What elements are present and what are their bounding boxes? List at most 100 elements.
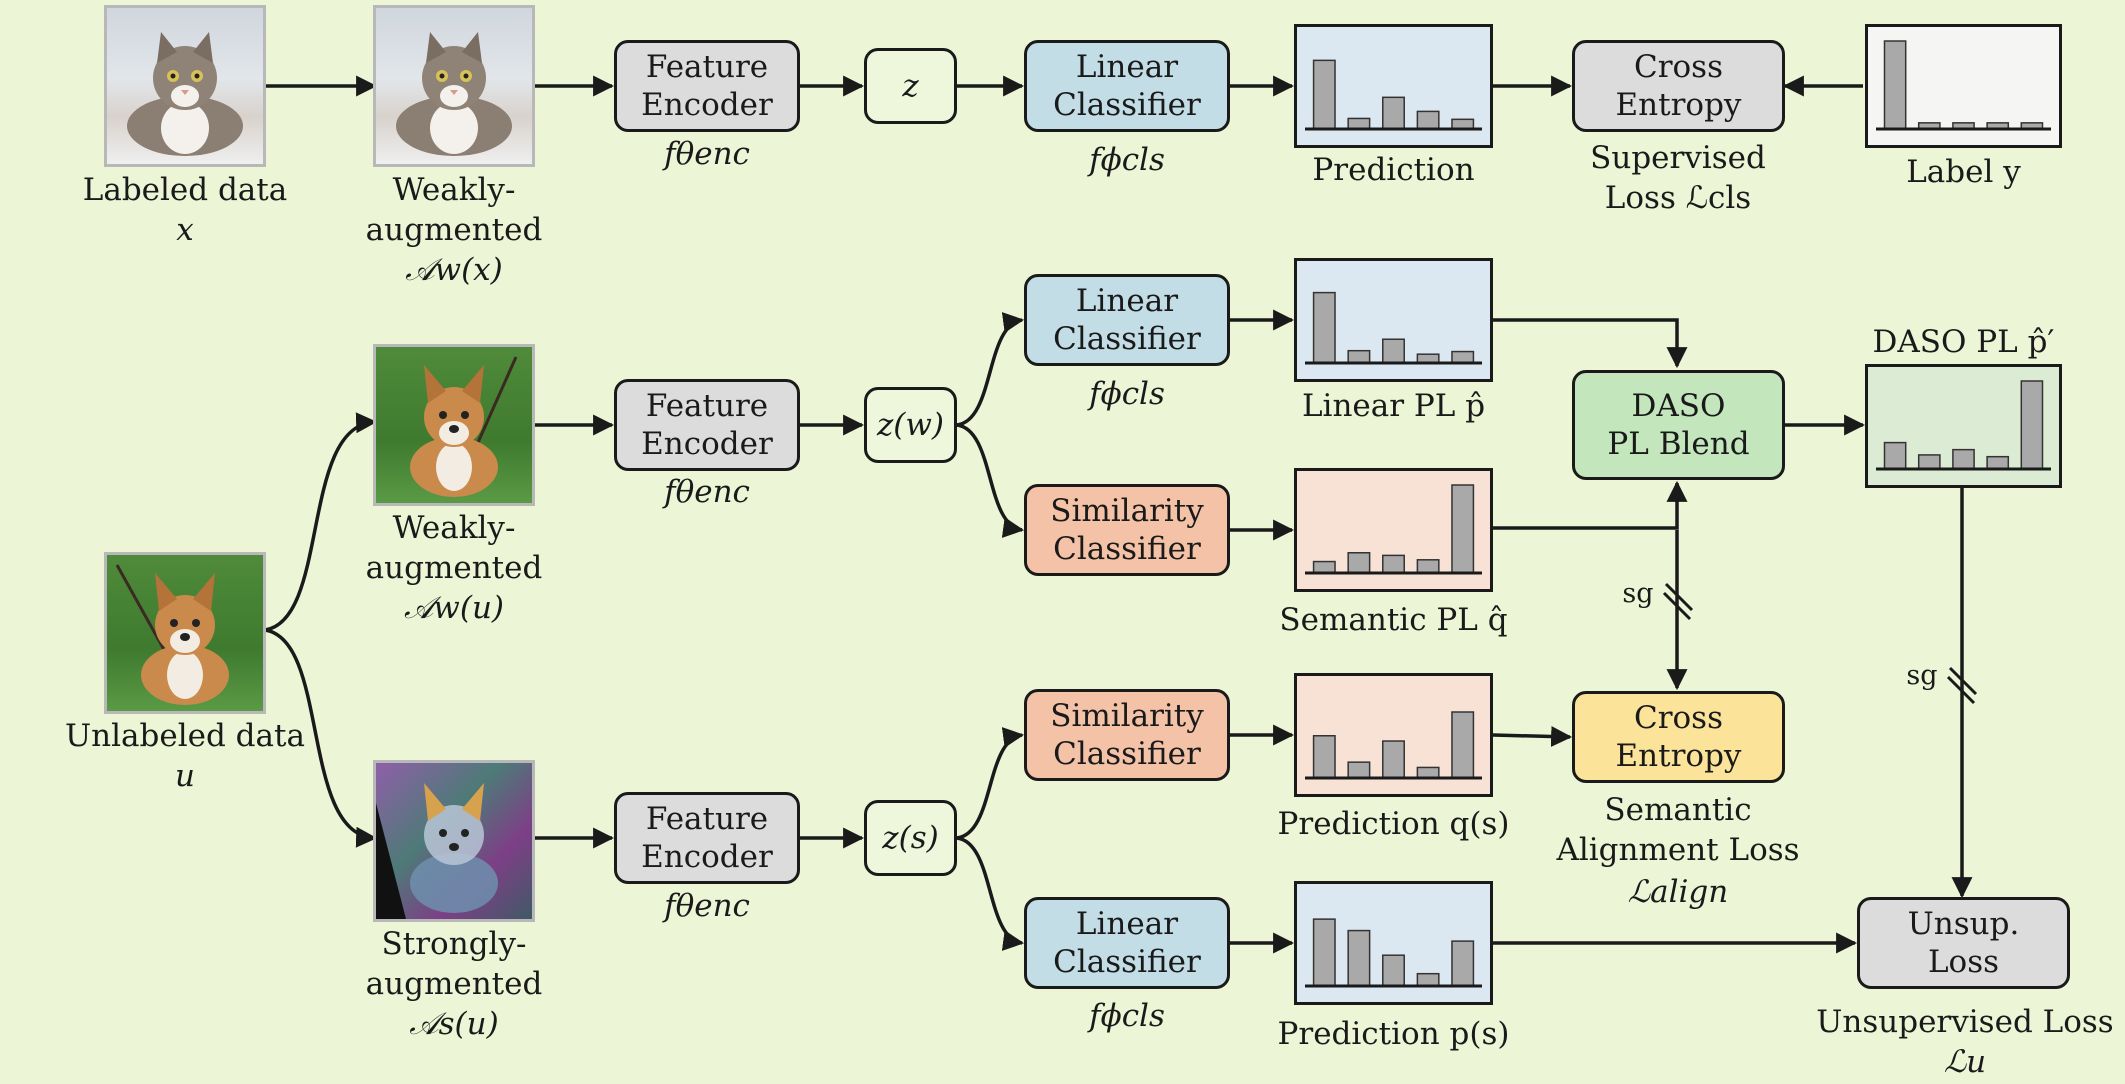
strong-aug-fn-u: 𝒜s(u) <box>409 1006 499 1042</box>
histogram-bar <box>1416 559 1440 574</box>
prediction-label: Prediction <box>1312 152 1475 188</box>
strong-aug-label-2: augmented <box>365 966 543 1002</box>
labeled-data-var: x <box>176 212 194 248</box>
label-histogram <box>1865 24 2062 148</box>
prediction-q-label: Prediction q(s) <box>1277 806 1510 842</box>
labeled-cat-image <box>104 5 266 167</box>
prediction-histogram <box>1294 24 1493 148</box>
histogram-bar <box>1883 441 1907 470</box>
label-bars <box>1876 40 2051 131</box>
arrow-zw-to-similarity <box>956 423 1025 538</box>
sg-label-1: sg <box>1622 578 1654 609</box>
daso-pl-histogram <box>1865 364 2062 488</box>
histogram-bar <box>1312 560 1336 574</box>
histogram-bar <box>1451 711 1475 779</box>
weak-aug-label-1: Weakly- <box>392 172 516 208</box>
histogram-bar <box>1382 554 1405 574</box>
unlabeled-data-label: Unlabeled data <box>65 718 305 754</box>
histogram-bar <box>1986 455 2010 470</box>
f-enc-label-3: fθenc <box>664 888 750 924</box>
f-enc-label-2: fθenc <box>664 474 750 510</box>
histogram-bar <box>1416 110 1440 130</box>
cat-illustration <box>396 32 512 156</box>
histogram-bar <box>2020 380 2044 470</box>
histogram-bar <box>1382 96 1405 130</box>
similarity-classifier-1: Similarity Classifier <box>1024 484 1230 576</box>
arrow-unlabeled-to-weak <box>264 412 378 632</box>
daso-pl-bars <box>1876 380 2051 471</box>
histogram-bar <box>1883 40 1907 130</box>
linear-pl-histogram <box>1294 258 1493 382</box>
histogram-bar <box>1312 735 1336 779</box>
prediction-bars <box>1305 59 1482 131</box>
semantic-align-label-2: Alignment Loss <box>1556 832 1800 868</box>
unlabeled-data-var: u <box>175 758 195 794</box>
feature-encoder-2: Feature Encoder <box>614 379 800 471</box>
prediction-p-histogram <box>1294 881 1493 1005</box>
linear-classifier-3: Linear Classifier <box>1024 897 1230 989</box>
prediction-q-bars <box>1305 711 1482 780</box>
corgi-illustration <box>410 356 518 497</box>
semantic-align-label-3: ℒalign <box>1627 874 1729 910</box>
unsupervised-label-2: ℒu <box>1943 1044 1987 1080</box>
linear-pl-bars <box>1305 291 1482 365</box>
sg-mark-1a <box>1664 582 1694 612</box>
histogram-bar <box>1451 484 1475 574</box>
daso-pl-label: DASO PL p̂′ <box>1872 324 2055 360</box>
sg-mark-2b <box>1946 675 1976 705</box>
arrow-predq-to-align <box>1492 726 1573 748</box>
weak-corgi-image <box>373 344 535 506</box>
prediction-p-label: Prediction p(s) <box>1277 1016 1510 1052</box>
histogram-bar <box>1312 59 1336 130</box>
arrow-zw-to-linear <box>956 312 1025 427</box>
weak-aug-label-1: Weakly- <box>392 510 516 546</box>
weak-aug-fn-x: 𝒜w(x) <box>405 252 503 288</box>
histogram-bar <box>1451 350 1475 364</box>
corgi-illustration <box>115 564 229 705</box>
corgi-illustration <box>376 783 498 919</box>
semantic-pl-histogram <box>1294 468 1493 592</box>
weak-aug-label-2: augmented <box>365 212 543 248</box>
strong-aug-label-1: Strongly- <box>381 926 527 962</box>
supervised-label-1: Supervised <box>1590 140 1766 176</box>
weak-aug-fn-u: 𝒜w(u) <box>403 590 504 626</box>
cat-illustration <box>127 32 243 156</box>
z-s-box: z(s) <box>864 800 957 876</box>
weak-cat-image <box>373 5 535 167</box>
f-cls-label-1: fϕcls <box>1089 142 1165 178</box>
histogram-bar <box>1917 454 1941 470</box>
histogram-bar <box>1347 929 1371 987</box>
unsupervised-label-1: Unsupervised Loss <box>1816 1004 2114 1040</box>
linear-pl-label: Linear PL p̂ <box>1301 388 1486 424</box>
supervised-label-2: Loss ℒcls <box>1604 180 1752 216</box>
histogram-bar <box>1312 918 1336 987</box>
semantic-align-label-1: Semantic <box>1604 792 1752 828</box>
histogram-bar <box>1312 291 1336 364</box>
cross-entropy-supervised: Cross Entropy <box>1572 40 1785 132</box>
label-y: Label y <box>1906 154 2021 190</box>
cross-entropy-align: Cross Entropy <box>1572 691 1785 783</box>
arrow-unlabeled-to-strong <box>264 628 378 848</box>
semantic-pl-label: Semantic PL q̂ <box>1279 602 1508 638</box>
weak-aug-label-2: augmented <box>365 550 543 586</box>
histogram-bar <box>1416 972 1440 987</box>
histogram-bar <box>1347 117 1371 130</box>
histogram-bar <box>1382 338 1405 364</box>
strong-corgi-image <box>373 760 535 922</box>
linear-classifier-1: Linear Classifier <box>1024 40 1230 132</box>
z-box: z <box>864 48 957 124</box>
labeled-data-label: Labeled data <box>82 172 288 208</box>
f-enc-label-1: fθenc <box>664 136 750 172</box>
similarity-classifier-2: Similarity Classifier <box>1024 689 1230 781</box>
f-cls-label-2: fϕcls <box>1089 376 1165 412</box>
arrow-zs-to-linear <box>956 836 1025 951</box>
linear-classifier-2: Linear Classifier <box>1024 274 1230 366</box>
histogram-bar <box>1382 740 1405 779</box>
unlabeled-corgi-image <box>104 552 266 714</box>
semantic-pl-bars <box>1305 484 1482 575</box>
unsup-loss-box: Unsup. Loss <box>1857 897 2070 989</box>
z-w-box: z(w) <box>864 387 957 463</box>
prediction-p-bars <box>1305 918 1482 988</box>
